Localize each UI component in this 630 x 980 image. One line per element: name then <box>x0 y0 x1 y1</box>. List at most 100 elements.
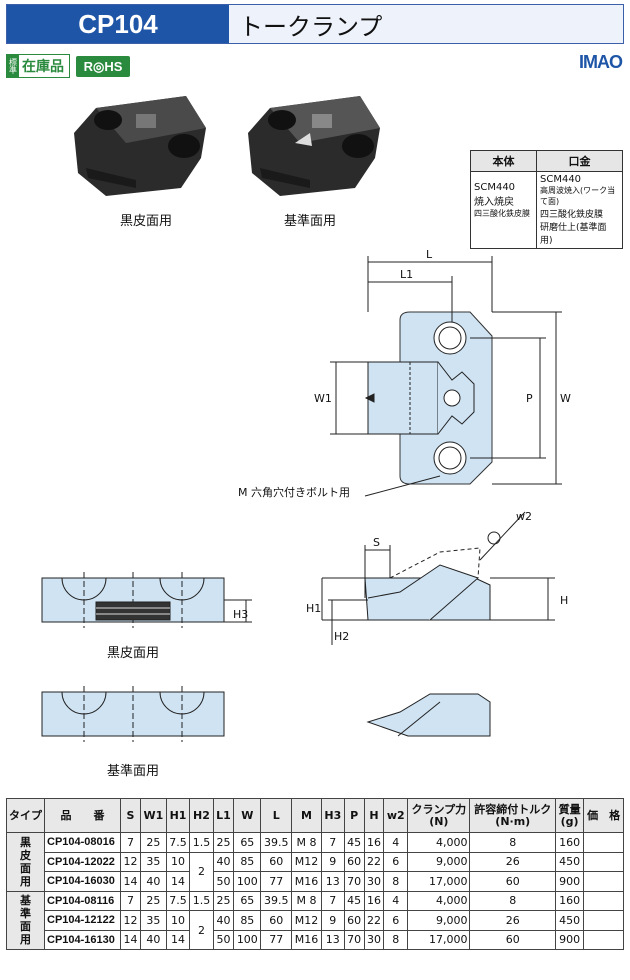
material-header-body: 本体 <box>470 150 537 172</box>
dim-W1: W1 <box>314 392 332 405</box>
spec-cell: 60 <box>469 871 557 892</box>
page-header: CP104 トークランプ <box>6 4 624 44</box>
spec-cell: CP104-16130 <box>43 929 122 950</box>
spec-cell: 17,000 <box>407 929 471 950</box>
spec-cell: 160 <box>555 832 585 853</box>
dim-H3: H3 <box>233 608 248 621</box>
spec-cell: 7.5 <box>165 890 191 911</box>
photo-black-skin <box>74 96 206 196</box>
spec-header-8: L <box>260 798 293 833</box>
spec-cell: 25 <box>212 890 235 911</box>
spec-cell: 22 <box>363 910 385 931</box>
spec-cell: 17,000 <box>407 871 471 892</box>
material-table: 本体 口金 SCM440 焼入焼戻 四三酸化鉄皮膜 SCM440 高周波焼入(ワ… <box>470 150 623 249</box>
spec-cell: 7 <box>120 832 141 853</box>
spec-cell: 22 <box>363 851 385 872</box>
spec-header-5: H2 <box>189 798 214 833</box>
spec-cell: 16 <box>363 890 385 911</box>
spec-cell: 60 <box>343 851 365 872</box>
spec-cell: 40 <box>212 910 235 931</box>
spec-cell: 40 <box>212 851 235 872</box>
spec-cell: 14 <box>165 871 191 892</box>
material-jaw: SCM440 高周波焼入(ワーク当て面) 四三酸化鉄皮膜 研磨仕上(基準面用) <box>536 171 623 249</box>
material-body: SCM440 焼入焼戻 四三酸化鉄皮膜 <box>470 171 537 249</box>
material-header-jaw: 口金 <box>536 150 623 172</box>
dim-P: P <box>526 392 533 405</box>
spec-header-3: W1 <box>139 798 167 833</box>
spec-cell <box>583 851 624 872</box>
type-cell: 黒皮面用 <box>6 832 45 892</box>
spec-cell: 13 <box>320 871 345 892</box>
dim-W: W <box>560 392 571 405</box>
spec-cell: 77 <box>260 929 293 950</box>
spec-cell: 8 <box>469 890 557 911</box>
brand-logo: IMAO <box>579 52 623 72</box>
spec-cell: M16 <box>291 871 322 892</box>
spec-cell: 40 <box>139 929 167 950</box>
dim-H1: H1 <box>306 602 321 615</box>
spec-cell: 2 <box>189 910 214 950</box>
spec-cell: 4 <box>383 890 409 911</box>
spec-cell: 450 <box>555 851 585 872</box>
dim-H2: H2 <box>334 630 349 643</box>
drawing-caption-black: 黒皮面用 <box>106 646 159 661</box>
spec-cell: 25 <box>212 832 235 853</box>
spec-cell: 10 <box>165 910 191 931</box>
spec-cell <box>583 890 624 911</box>
spec-cell: CP104-16030 <box>43 871 122 892</box>
spec-cell: 30 <box>363 871 385 892</box>
spec-cell: 60 <box>469 929 557 950</box>
spec-cell: 35 <box>139 910 167 931</box>
spec-cell: 1.5 <box>189 890 214 911</box>
spec-cell: 10 <box>165 851 191 872</box>
spec-cell: 65 <box>233 832 262 853</box>
spec-cell: 7 <box>320 832 345 853</box>
spec-cell: 45 <box>343 890 365 911</box>
photo-right-caption: 基準面用 <box>283 214 336 229</box>
spec-header-13: w2 <box>383 798 409 833</box>
type-cell: 基準面用 <box>6 890 45 950</box>
stock-badge-text: 在庫品 <box>22 59 64 75</box>
spec-cell: 7 <box>320 890 345 911</box>
spec-cell: 70 <box>343 871 365 892</box>
spec-cell: 100 <box>233 871 262 892</box>
spec-header-7: W <box>233 798 262 833</box>
spec-cell: 26 <box>469 910 557 931</box>
photo-left-caption: 黒皮面用 <box>119 214 172 229</box>
spec-cell: 13 <box>320 929 345 950</box>
spec-cell: 25 <box>139 832 167 853</box>
spec-cell: 4,000 <box>407 832 471 853</box>
rohs-badge: R◎HS <box>76 56 130 77</box>
spec-cell: 9 <box>320 851 345 872</box>
spec-cell: 60 <box>343 910 365 931</box>
spec-cell: 7 <box>120 890 141 911</box>
spec-cell: 50 <box>212 929 235 950</box>
spec-cell: 12 <box>120 851 141 872</box>
dim-M: M 六角穴付きボルト用 <box>238 485 350 499</box>
spec-header-4: H1 <box>165 798 191 833</box>
spec-cell: 100 <box>233 929 262 950</box>
spec-cell: 39.5 <box>260 890 293 911</box>
spec-cell: 1.5 <box>189 832 214 853</box>
spec-cell <box>583 832 624 853</box>
spec-cell: 8 <box>383 929 409 950</box>
spec-header-2: S <box>120 798 141 833</box>
spec-cell: 50 <box>212 871 235 892</box>
spec-header-0: タイプ <box>6 798 45 833</box>
dim-L: L <box>426 248 433 261</box>
spec-cell: 8 <box>383 871 409 892</box>
spec-header-17: 価 格 <box>583 798 624 833</box>
spec-cell: 30 <box>363 929 385 950</box>
dim-w2: w2 <box>516 510 532 523</box>
spec-cell: 14 <box>120 929 141 950</box>
spec-header-15: 許容締付トルク(N·m) <box>469 798 557 833</box>
spec-cell: 8 <box>469 832 557 853</box>
spec-cell: 65 <box>233 890 262 911</box>
spec-cell: 14 <box>165 929 191 950</box>
spec-cell: 85 <box>233 851 262 872</box>
